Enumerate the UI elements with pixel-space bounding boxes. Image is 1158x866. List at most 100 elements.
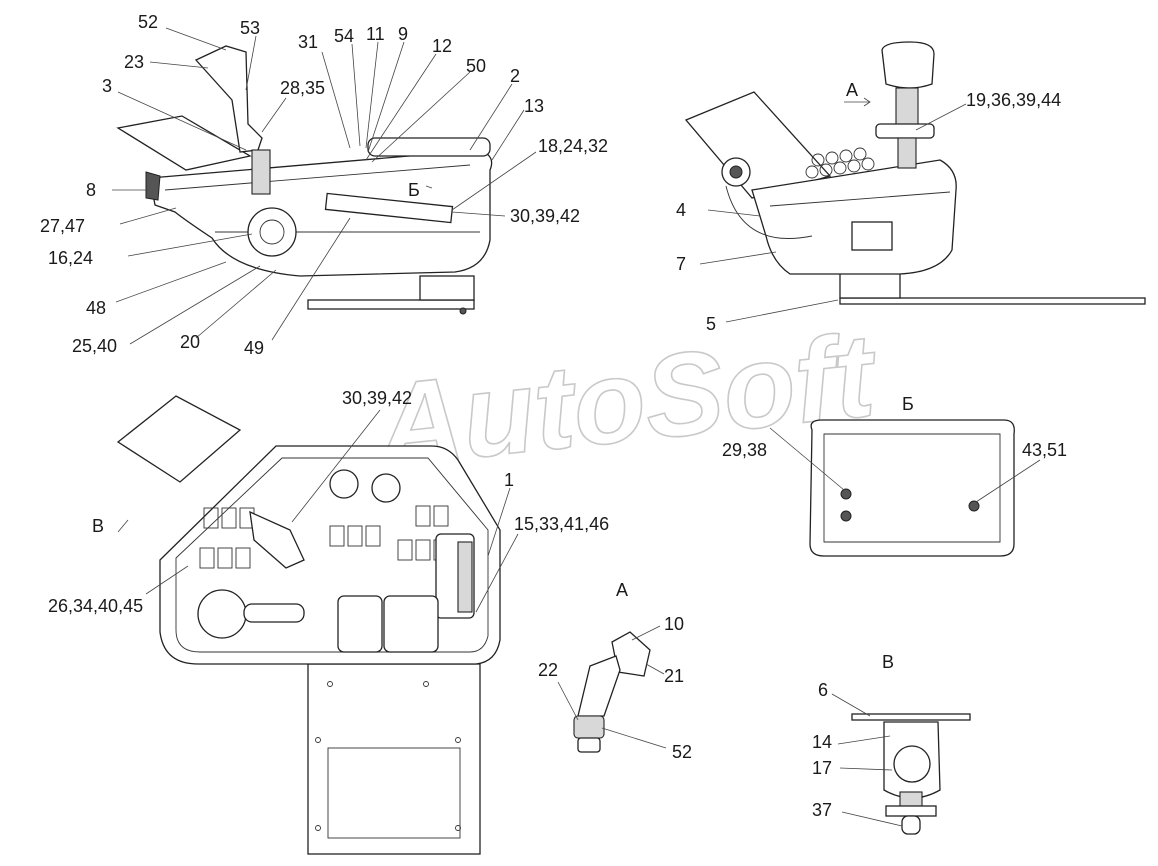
callout-10: 10: [664, 614, 684, 634]
detail-b-screw-2: [840, 510, 852, 522]
callout-37: 37: [812, 800, 832, 820]
view-marker-a: А: [846, 80, 858, 100]
callout-20: 20: [180, 332, 200, 352]
callout-3: 3: [102, 76, 112, 96]
front-keypad: [805, 147, 875, 179]
detail-a-leaders: [557, 625, 667, 749]
detail-a-title: А: [616, 580, 628, 600]
callout-4: 4: [676, 200, 686, 220]
callout-19-36-39-44: 19,36,39,44: [966, 90, 1061, 110]
detail-b-plate-inner: [823, 433, 1001, 543]
detail-v-leaders: [831, 693, 903, 827]
callout-2: 2: [510, 66, 520, 86]
top-cylinder-rod: [457, 541, 473, 613]
front-joystick-knob: [881, 41, 935, 89]
front-rotary-knob-center: [729, 165, 743, 179]
callout-23: 23: [124, 52, 144, 72]
detail-b-screw-1: [840, 488, 852, 500]
side-pedestal: [419, 275, 475, 301]
callout-1: 1: [504, 470, 514, 490]
callout-15-33-41-46: 15,33,41,46: [514, 514, 609, 534]
top-round-button-2: [371, 473, 401, 503]
side-console-body: [149, 149, 493, 277]
top-console-inner-edge: [175, 457, 489, 653]
side-cylinder: [324, 192, 454, 224]
callout-17: 17: [812, 758, 832, 778]
callout-9: 9: [398, 24, 408, 44]
callout-48: 48: [86, 298, 106, 318]
side-front-switch: [145, 171, 161, 201]
detail-b-leader-1: [769, 427, 845, 491]
detail-v-ball-joint: [893, 745, 931, 783]
callout-29-38: 29,38: [722, 440, 767, 460]
top-round-button-1: [329, 469, 359, 499]
detail-b-title: Б: [902, 394, 914, 414]
callout-12: 12: [432, 36, 452, 56]
top-mounting-plate: [307, 663, 481, 855]
callout-52: 52: [138, 12, 158, 32]
side-joystick-grip: [194, 45, 263, 153]
front-leaders: [699, 103, 967, 323]
front-console-body: [751, 159, 957, 275]
side-body-edge: [164, 164, 471, 191]
detail-a-grip-mount: [577, 737, 601, 753]
front-bracket: [851, 221, 893, 251]
callout-26-34-40-45: 26,34,40,45: [48, 596, 143, 616]
detail-a-grip-base: [573, 715, 605, 739]
detail-v: В 6 14 17 37: [812, 652, 971, 835]
callout-14: 14: [812, 732, 832, 752]
callout-7: 7: [676, 254, 686, 274]
side-leaders: [112, 27, 537, 345]
front-body-edge: [769, 191, 951, 207]
callout-50: 50: [466, 56, 486, 76]
detail-a: А 10 21 22 52: [538, 580, 692, 762]
side-armrest-pad: [116, 115, 252, 171]
top-tray-left: [337, 595, 383, 653]
detail-b-screw-3: [968, 500, 980, 512]
view-marker-a-arrow: [844, 97, 871, 107]
callout-31: 31: [298, 32, 318, 52]
detail-a-grip-body: [577, 655, 621, 717]
callout-6: 6: [818, 680, 828, 700]
callout-30-39-42-side: 30,39,42: [510, 206, 580, 226]
callout-30-39-42-top: 30,39,42: [342, 388, 412, 408]
top-plate-window: [327, 747, 461, 839]
callout-22: 22: [538, 660, 558, 680]
callout-25-40: 25,40: [72, 336, 117, 356]
detail-b-leader-2: [975, 459, 1041, 503]
detail-v-title: В: [882, 652, 894, 672]
side-pivot-hub-inner: [259, 219, 285, 245]
top-button-array: [199, 505, 449, 569]
front-pedestal: [839, 271, 901, 299]
top-rotary-knob: [197, 589, 247, 639]
top-armrest-pad: [116, 395, 242, 483]
top-leaders: [145, 409, 519, 613]
section-marker-b: Б: [408, 180, 420, 200]
callout-54: 54: [334, 26, 354, 46]
top-joystick: [249, 510, 305, 569]
callout-53: 53: [240, 18, 260, 38]
callout-11: 11: [366, 24, 385, 44]
view-marker-v: В: [92, 516, 104, 536]
section-marker-b-arrow: [425, 185, 433, 189]
callout-21: 21: [664, 666, 684, 686]
top-tray-right: [383, 595, 439, 653]
detail-v-collar: [885, 805, 937, 817]
callout-49: 49: [244, 338, 264, 358]
detail-b: Б 29,38 43,51: [722, 394, 1067, 557]
callout-16-24: 16,24: [48, 248, 93, 268]
side-top-tray: [367, 137, 491, 157]
detail-b-plate: [809, 419, 1015, 557]
callout-13: 13: [524, 96, 544, 116]
front-hose: [725, 185, 813, 239]
side-base-bolt: [459, 307, 467, 315]
view-marker-v-arrow: [117, 519, 129, 533]
side-view: Б 52 53: [40, 12, 608, 358]
side-base-plate: [307, 299, 475, 310]
front-joystick-collar: [875, 123, 935, 139]
front-joystick-boot: [897, 137, 917, 169]
callout-18-24-32: 18,24,32: [538, 136, 608, 156]
top-view: В 30,39,42 1 15,33,41,46 26,34,40,45: [48, 388, 609, 855]
